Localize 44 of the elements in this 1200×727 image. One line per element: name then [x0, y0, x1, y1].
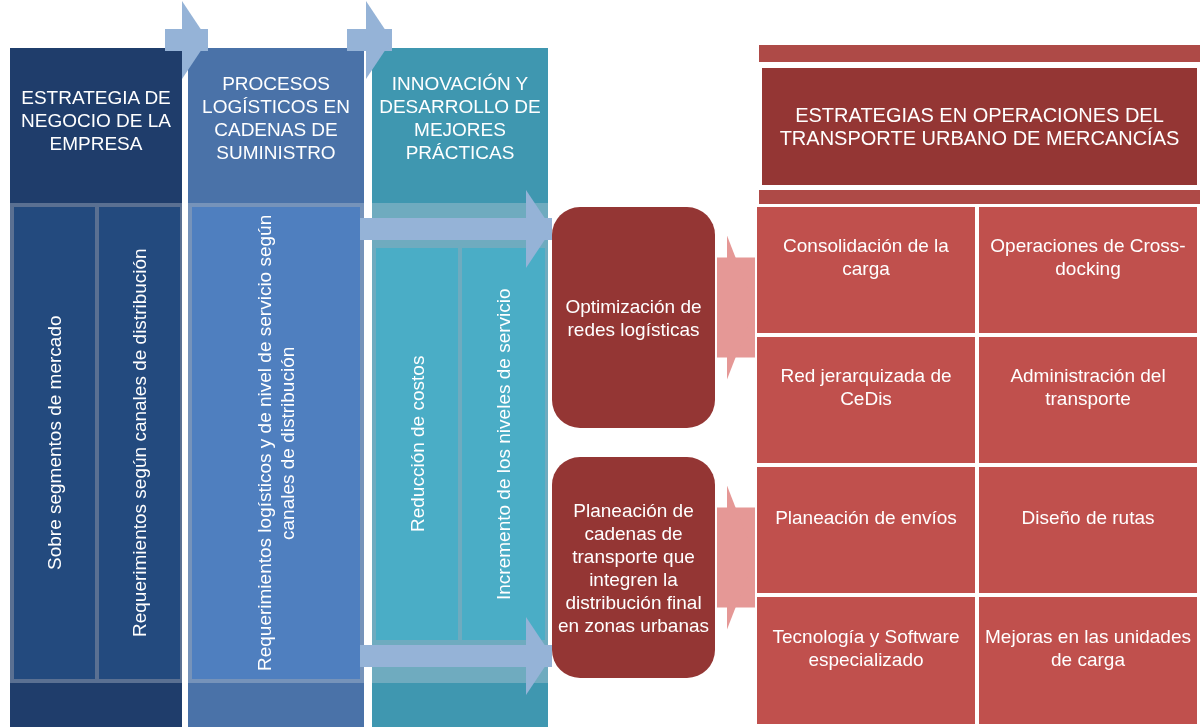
- grid-cell: [979, 337, 1197, 463]
- column-title: PROCESOS LOGÍSTICOS EN CADENAS DE SUMINISTRO: [201, 72, 351, 165]
- cell-label: Planeación de envíos: [774, 505, 958, 530]
- cell-label: Mejoras en las unidades de carga: [984, 624, 1192, 672]
- vertical-label: Requerimientos logísticos y de nivel de servicio según canales de distribución: [253, 213, 299, 674]
- grid-cell: [979, 597, 1197, 724]
- rounded-process-box: [552, 457, 715, 678]
- vertical-label: Sobre segmentos de mercado: [43, 314, 66, 573]
- grid-cell: [757, 467, 975, 593]
- arrow: [360, 190, 552, 268]
- process-column: [188, 48, 364, 727]
- vertical-label-panel: [99, 207, 180, 679]
- rounded-process-box: [552, 207, 715, 428]
- panel-title: ESTRATEGIAS EN OPERACIONES DEL TRANSPORTE URBANO DE MERCANCÍAS: [762, 68, 1197, 185]
- box-label: Optimización de redes logísticas: [564, 294, 703, 342]
- strategy-column: [10, 48, 182, 727]
- column-title: ESTRATEGIA DE NEGOCIO DE LA EMPRESA: [20, 86, 172, 156]
- column-title: INNOVACIÓN Y DESARROLLO DE MEJORES PRÁCTICAS: [378, 72, 542, 165]
- cell-label: Diseño de rutas: [1020, 505, 1156, 530]
- arrow: [717, 235, 755, 380]
- grid-cell: [979, 207, 1197, 333]
- grid-cell: [757, 207, 975, 333]
- grid-cell: [979, 467, 1197, 593]
- arrow: [360, 617, 552, 695]
- vertical-label-panel: [462, 248, 545, 640]
- innovation-column: [372, 48, 548, 727]
- arrow: [165, 1, 208, 79]
- cell-label: Red jerarquizada de CeDis: [779, 364, 953, 411]
- cell-label: Administración del transporte: [1009, 364, 1167, 411]
- vertical-label: Incremento de los niveles de servicio: [492, 287, 515, 602]
- grid-cell: [757, 597, 975, 724]
- vertical-label: Reducción de costos: [405, 354, 429, 535]
- cell-label: Tecnología y Software especializado: [771, 624, 961, 672]
- box-label: Planeación de cadenas de transporte que integren la distribución final en zonas urbanas: [556, 498, 711, 638]
- vertical-label-panel: [14, 207, 95, 679]
- vertical-label: Requerimientos según canales de distribución: [128, 247, 151, 640]
- arrow: [717, 485, 755, 630]
- cell-label: Operaciones de Cross-docking: [989, 234, 1187, 281]
- cell-label: Consolidación de la carga: [782, 234, 950, 281]
- vertical-label-panel: [376, 248, 458, 640]
- grid-cell: [757, 337, 975, 463]
- vertical-label-panel: [192, 207, 360, 679]
- arrow: [347, 1, 392, 79]
- strategy-panel: [755, 45, 1200, 727]
